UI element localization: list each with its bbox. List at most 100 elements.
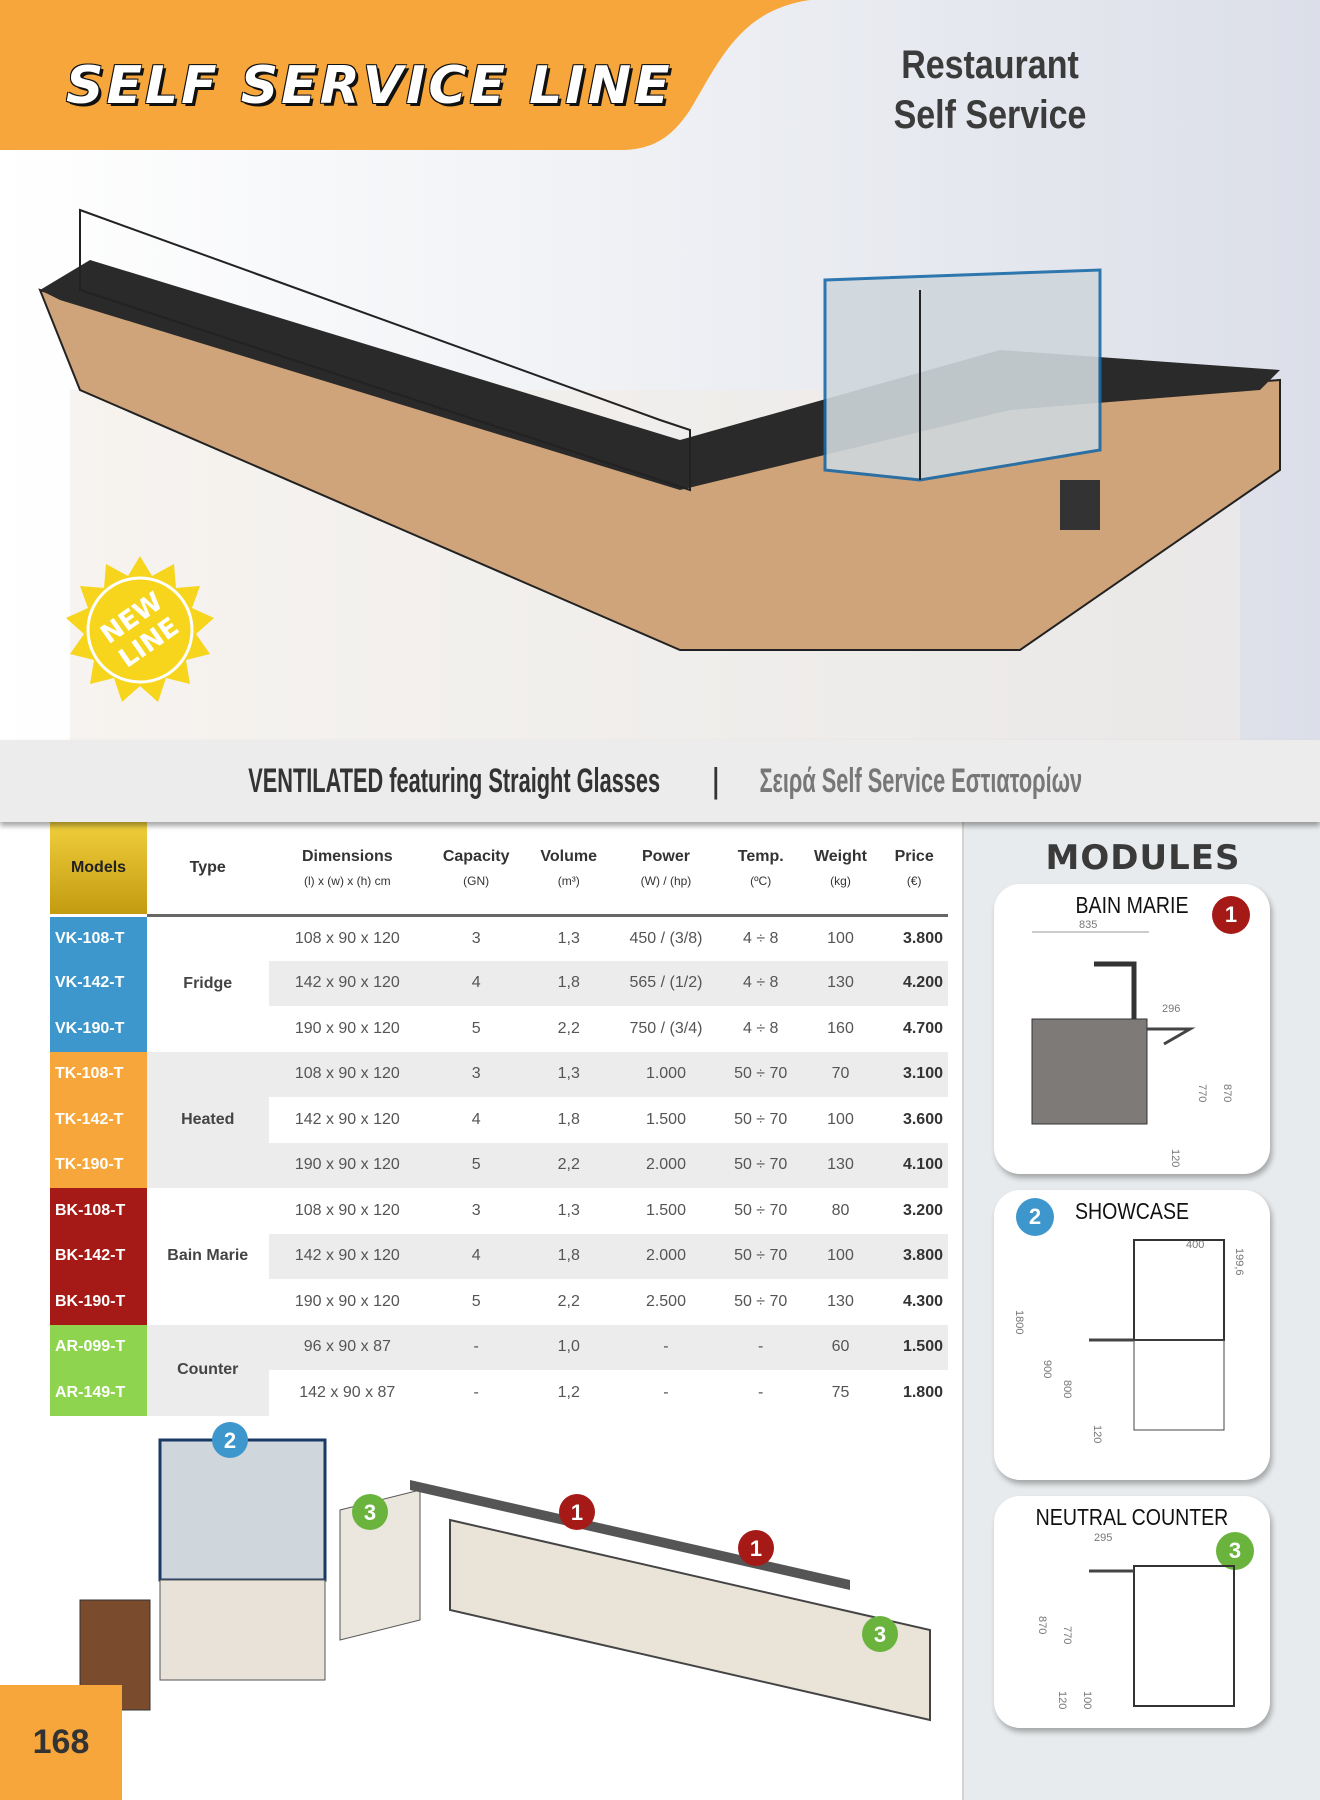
model-code: VK-190-T xyxy=(50,1006,147,1052)
volume-cell: 2,2 xyxy=(526,1142,612,1188)
volume-cell: 1,3 xyxy=(557,929,580,947)
capacity-cell: - xyxy=(473,1383,479,1401)
capacity-cell: 5 xyxy=(471,1292,481,1310)
price-cell: 3.800 xyxy=(880,1233,948,1279)
price-cell: 3.800 xyxy=(902,929,943,947)
volume-cell: 2,2 xyxy=(557,1292,580,1310)
module-card-bain-marie: BAIN MARIE 1 835 296 770 870 120 xyxy=(994,884,1270,1174)
weight-cell: 60 xyxy=(800,1324,881,1370)
module-number-badge: 2 xyxy=(1016,1198,1054,1236)
temperature-cell: - xyxy=(720,1324,801,1370)
power-cell: 450 / (3/8) xyxy=(629,929,703,947)
column-header: Price(€) xyxy=(880,822,948,917)
capacity-cell: 3 xyxy=(426,1051,527,1097)
type-cell: Bain Marie xyxy=(147,1188,269,1325)
svg-text:400: 400 xyxy=(1186,1239,1204,1251)
temperature-cell: 4 ÷ 8 xyxy=(742,1019,779,1037)
svg-text:2: 2 xyxy=(224,1428,236,1453)
module-number-badge: 3 xyxy=(1216,1532,1254,1570)
model-code: AR-099-T xyxy=(50,1324,147,1370)
power-cell: 750 / (3/4) xyxy=(629,1019,703,1037)
module-title: BAIN MARIE xyxy=(1075,892,1189,918)
dimensions-cell: 190 x 90 x 120 xyxy=(294,1292,400,1310)
column-header: Volume(m³) xyxy=(526,822,612,917)
weight-cell: 100 xyxy=(800,1233,881,1279)
model-code: VK-142-T xyxy=(50,960,147,1006)
svg-text:870: 870 xyxy=(1036,1616,1048,1634)
capacity-cell: 5 xyxy=(426,1142,527,1188)
volume-cell: 1,2 xyxy=(557,1383,580,1401)
model-code: BK-190-T xyxy=(50,1279,147,1325)
svg-text:800: 800 xyxy=(1061,1380,1073,1398)
svg-text:770: 770 xyxy=(1061,1626,1073,1644)
svg-text:3: 3 xyxy=(874,1622,886,1647)
type-cell: Fridge xyxy=(147,915,269,1052)
temperature-cell: 4 ÷ 8 xyxy=(742,929,779,947)
module-title: SHOWCASE xyxy=(1074,1198,1190,1224)
price-cell: 4.200 xyxy=(880,960,948,1006)
temperature-cell: 4 ÷ 8 xyxy=(720,960,801,1006)
power-cell: - xyxy=(611,1324,721,1370)
weight-cell: 160 xyxy=(827,1019,854,1037)
svg-text:835: 835 xyxy=(1079,919,1097,931)
dimensions-cell: 108 x 90 x 120 xyxy=(294,929,400,947)
power-cell: 2.500 xyxy=(645,1292,686,1310)
dimensions-cell: 142 x 90 x 120 xyxy=(268,960,427,1006)
price-cell: 4.100 xyxy=(880,1142,948,1188)
model-code: AR-149-T xyxy=(50,1370,147,1416)
volume-cell: 1,0 xyxy=(526,1324,612,1370)
header-banner xyxy=(0,0,810,150)
power-cell: 565 / (1/2) xyxy=(611,960,721,1006)
svg-text:870: 870 xyxy=(1221,1084,1233,1102)
capacity-cell: 4 xyxy=(426,960,527,1006)
power-cell: 1.000 xyxy=(611,1051,721,1097)
svg-text:1800: 1800 xyxy=(1013,1310,1025,1334)
temperature-cell: 50 ÷ 70 xyxy=(720,1233,801,1279)
weight-cell: 80 xyxy=(831,1201,850,1219)
temperature-cell: 50 ÷ 70 xyxy=(720,1051,801,1097)
price-cell: 3.100 xyxy=(880,1051,948,1097)
svg-text:120: 120 xyxy=(1169,1149,1181,1167)
volume-cell: 1,8 xyxy=(526,1233,612,1279)
model-code: VK-108-T xyxy=(50,915,147,961)
price-cell: 1.800 xyxy=(902,1383,943,1401)
column-header: Models xyxy=(50,822,147,917)
modules-panel: MODULES BAIN MARIE 1 835 296 770 870 120… xyxy=(962,822,1320,1800)
column-header: Temp.(ºC) xyxy=(720,822,801,917)
price-cell: 3.600 xyxy=(902,1110,943,1128)
capacity-cell: 3 xyxy=(471,1201,481,1219)
column-header: Power(W) / (hp) xyxy=(611,822,721,917)
volume-cell: 1,3 xyxy=(526,1051,612,1097)
capacity-cell: 4 xyxy=(426,1233,527,1279)
page-title: SELF SERVICE LINE xyxy=(66,56,673,116)
column-header: Type xyxy=(147,822,269,917)
weight-cell: 130 xyxy=(827,1292,854,1310)
temperature-cell: - xyxy=(758,1383,764,1401)
type-cell: Counter xyxy=(147,1324,269,1416)
module-card-neutral-counter: NEUTRAL COUNTER 3 295 870 770 120 100 xyxy=(994,1496,1270,1728)
volume-cell: 2,2 xyxy=(557,1019,580,1037)
volume-cell: 1,8 xyxy=(557,1110,580,1128)
dimensions-cell: 108 x 90 x 120 xyxy=(294,1201,400,1219)
series-title: VENTILATED featuring Straight Glasses | … xyxy=(248,761,1083,800)
page-number: 168 xyxy=(0,1685,122,1800)
svg-text:295: 295 xyxy=(1094,1532,1112,1544)
weight-cell: 70 xyxy=(800,1051,881,1097)
svg-text:100: 100 xyxy=(1081,1691,1093,1709)
volume-cell: 1,3 xyxy=(557,1201,580,1219)
dimensions-cell: 190 x 90 x 120 xyxy=(294,1019,400,1037)
svg-text:1: 1 xyxy=(571,1500,583,1525)
price-cell: 4.300 xyxy=(902,1292,943,1310)
svg-text:900: 900 xyxy=(1041,1360,1053,1378)
svg-text:199,6: 199,6 xyxy=(1233,1248,1245,1276)
power-cell: - xyxy=(663,1383,669,1401)
modules-title: MODULES xyxy=(1045,838,1241,878)
